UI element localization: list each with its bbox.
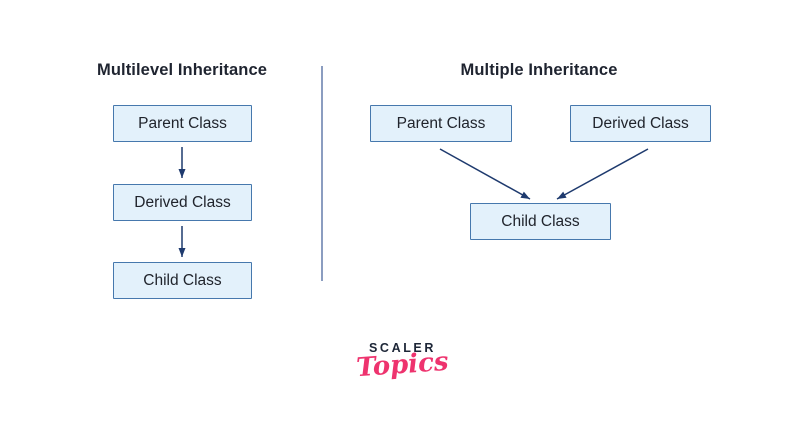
- multiple-child-class-box: Child Class: [470, 203, 611, 240]
- multilevel-parent-class-box: Parent Class: [113, 105, 252, 142]
- node-label: Child Class: [143, 271, 222, 289]
- arrow-derived-to-child-icon: [178, 226, 186, 257]
- multilevel-child-class-box: Child Class: [113, 262, 252, 299]
- multiple-parent-class-box: Parent Class: [370, 105, 512, 142]
- node-label: Parent Class: [138, 114, 227, 132]
- section-divider: [321, 66, 323, 281]
- node-label: Parent Class: [396, 114, 486, 132]
- logo-text-scaler: SCALER: [369, 341, 436, 355]
- scaler-topics-logo: SCALER Topics: [330, 341, 475, 383]
- arrow-parent-to-derived-icon: [178, 147, 186, 178]
- multilevel-derived-class-box: Derived Class: [113, 184, 252, 221]
- node-label: Child Class: [501, 212, 580, 230]
- multilevel-inheritance-title: Multilevel Inheritance: [97, 61, 267, 79]
- multiple-derived-class-box: Derived Class: [570, 105, 711, 142]
- multiple-inheritance-title: Multiple Inheritance: [460, 61, 618, 79]
- node-label: Derived Class: [134, 193, 231, 211]
- node-label: Derived Class: [592, 114, 689, 132]
- converging-arrows-icon: [439, 148, 649, 200]
